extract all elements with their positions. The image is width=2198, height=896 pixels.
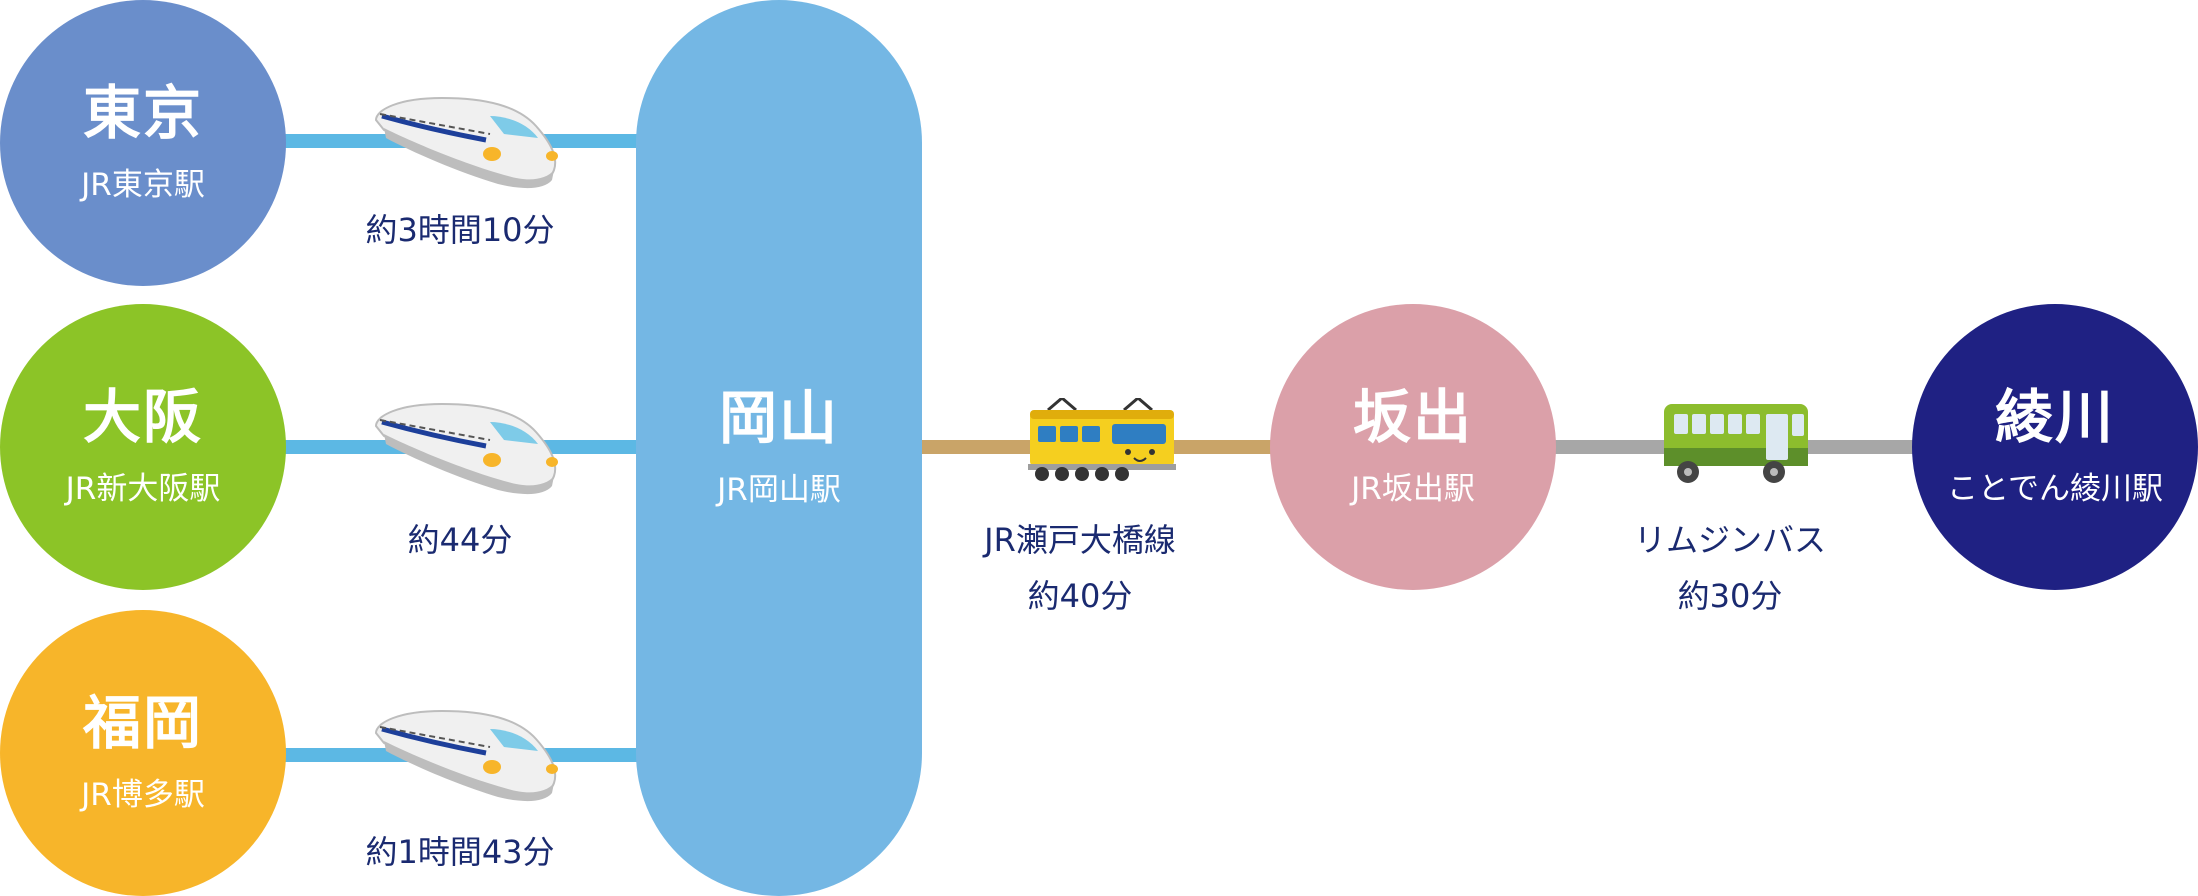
route-time-tokyo: 約3時間10分 (365, 211, 555, 249)
station-sub: ことでん綾川駅 (1946, 471, 2164, 508)
route-time-seto: 約40分 (1027, 577, 1133, 615)
station-sub: JR岡山駅 (717, 472, 841, 509)
route-line-name-seto: JR瀬戸大橋線 (984, 521, 1176, 559)
station-okayama: 岡山 JR岡山駅 (636, 0, 922, 896)
station-name: 東京 (82, 78, 203, 147)
station-osaka: 大阪 JR新大阪駅 (0, 304, 286, 590)
station-sub: JR新大阪駅 (65, 471, 221, 508)
route-time-osaka: 約44分 (407, 521, 513, 559)
shinkansen-train-icon (374, 96, 558, 189)
station-name: 福岡 (82, 688, 203, 757)
station-sub: JR博多駅 (81, 777, 205, 814)
route-line-name-bus: リムジンバス (1633, 521, 1826, 559)
station-name: 大阪 (82, 382, 203, 451)
station-ayagawa: 綾川 ことでん綾川駅 (1912, 304, 2198, 590)
yellow-train-icon (1028, 398, 1176, 481)
green-bus-icon (1664, 404, 1808, 483)
station-name: 岡山 (718, 383, 839, 452)
station-fukuoka: 福岡 JR博多駅 (0, 610, 286, 896)
route-time-fukuoka: 約1時間43分 (365, 833, 555, 871)
station-tokyo: 東京 JR東京駅 (0, 0, 286, 286)
shinkansen-train-icon (374, 709, 558, 802)
station-sakaide: 坂出 JR坂出駅 (1270, 304, 1556, 590)
station-sub: JR坂出駅 (1351, 471, 1475, 508)
route-time-bus: 約30分 (1677, 577, 1783, 615)
station-name: 綾川 (1994, 382, 2115, 451)
station-name: 坂出 (1352, 382, 1473, 451)
station-sub: JR東京駅 (81, 167, 205, 204)
shinkansen-train-icon (374, 402, 558, 495)
